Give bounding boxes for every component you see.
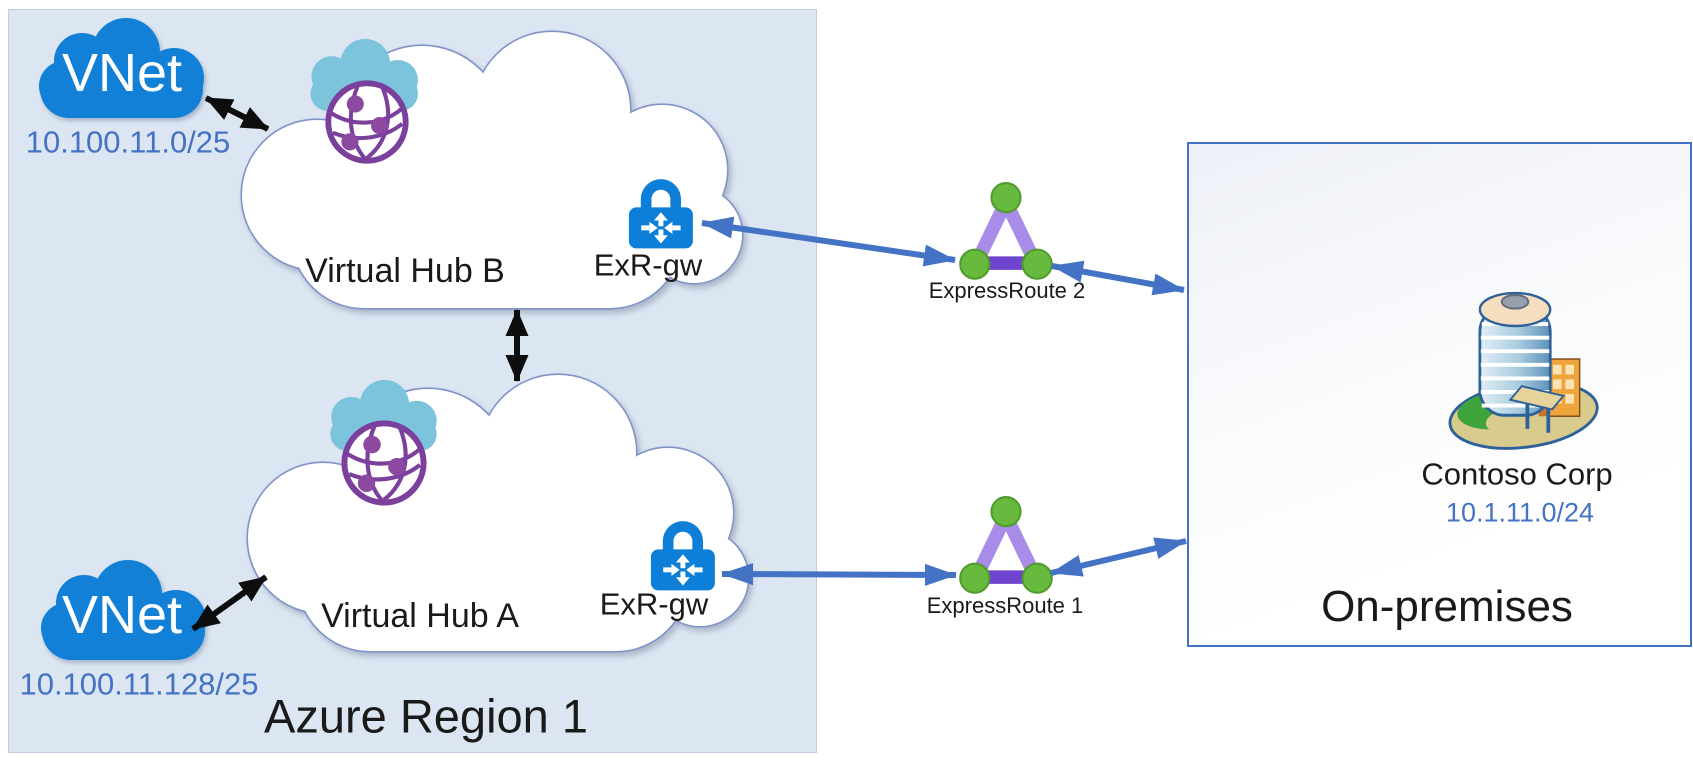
link-er1-to-onprem [1050,537,1187,577]
region-label: Azure Region 1 [264,689,588,743]
expressroute-2-label: ExpressRoute 2 [928,278,1086,303]
link-hub-a-to-er1 [721,563,957,586]
link-hub-b-to-er2 [701,216,956,267]
hub-b-gateway-label: ExR-gw [593,247,703,283]
onprem-label: On-premises [1321,582,1573,631]
link-er2-to-onprem [1051,260,1185,296]
vnet-top-cidr: 10.100.11.0/25 [25,124,231,160]
link-vnet-bottom-to-hub-a [191,574,268,632]
link-vnet-top-to-hub-b [204,95,270,132]
globe-icon [328,83,405,160]
expressroute-circuit-1-icon [960,497,1052,593]
globe-icon [344,423,423,502]
vnet-bottom-label: VNet [61,585,183,645]
building-icon [1444,291,1603,459]
onprem-box [1187,142,1692,647]
expressroute-1-label: ExpressRoute 1 [926,593,1084,618]
hub-b-label: Virtual Hub B [305,252,505,290]
black-peering-arrows [191,95,529,632]
onprem-cidr: 10.1.11.0/24 [1445,497,1595,528]
vnet-top-label: VNet [61,43,183,103]
hub-a-gateway-label: ExR-gw [599,586,709,622]
hub-a-label: Virtual Hub A [321,597,519,635]
blue-connection-arrows [701,216,1187,586]
expressroute-circuit-2-icon [960,183,1052,279]
contoso-corp-label: Contoso Corp [1421,456,1613,492]
vnet-bottom-cidr: 10.100.11.128/25 [19,666,259,702]
